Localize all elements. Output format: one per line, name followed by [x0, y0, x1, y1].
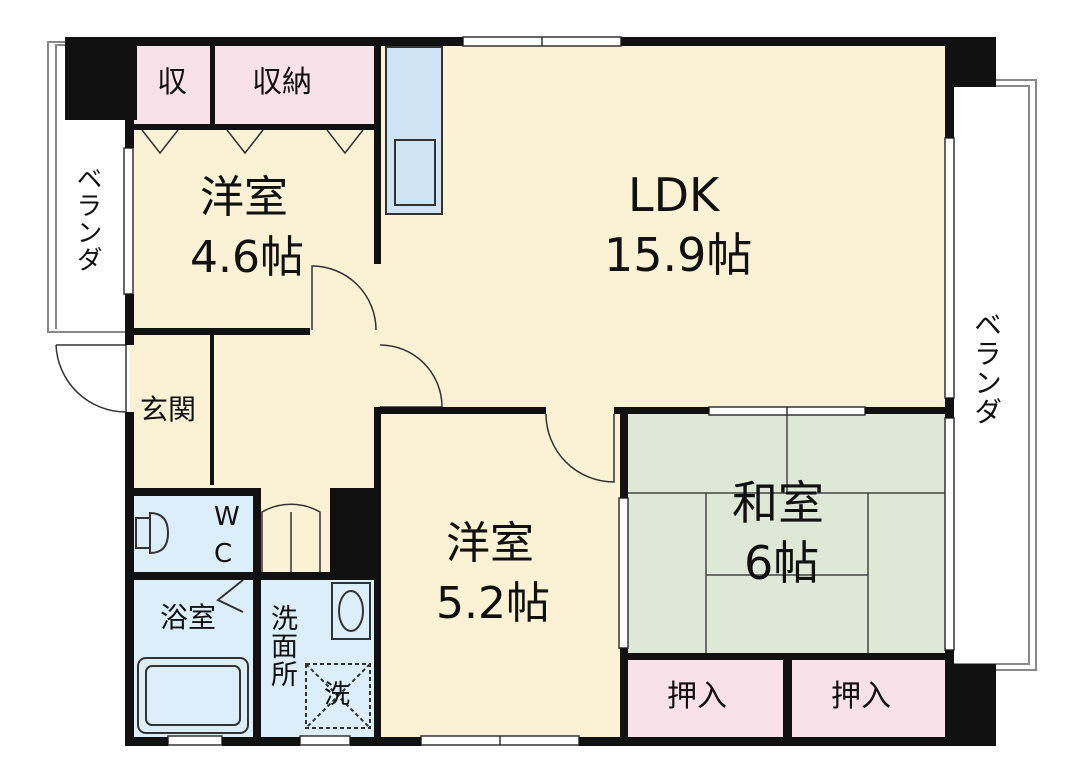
closet-door-icon	[326, 129, 364, 155]
wall	[350, 737, 421, 746]
window-tatami-right	[944, 417, 955, 651]
western-room-b-size-label: 5.2帖	[436, 578, 550, 629]
wall	[374, 46, 381, 264]
door-swing-entrance	[55, 344, 127, 413]
wall	[783, 653, 792, 741]
wall	[130, 572, 378, 580]
kitchen-sink-icon	[394, 139, 436, 206]
wall	[945, 46, 954, 138]
door-swing-ldk	[379, 344, 443, 408]
washing-machine-space	[305, 663, 371, 729]
door-swings	[55, 265, 615, 575]
wall	[210, 335, 214, 485]
window-ldk-right	[944, 137, 955, 399]
wall	[125, 120, 134, 148]
wall	[620, 648, 628, 738]
wall	[137, 37, 463, 46]
closet-doors	[141, 129, 364, 155]
hall-lower-floor	[255, 492, 335, 577]
wall	[614, 407, 709, 414]
wall	[950, 37, 996, 87]
wall	[950, 664, 996, 746]
wall	[330, 488, 378, 573]
wc-label-c: C	[214, 539, 233, 569]
washing-machine-diag	[305, 663, 371, 729]
washbasin-bowl-icon	[338, 590, 364, 632]
closet-door-icon	[141, 129, 179, 155]
door-swing-room-a	[311, 265, 377, 331]
bath-label: 浴室	[160, 601, 217, 634]
bath-door-swing	[216, 579, 244, 613]
ldk-size-label: 15.9帖	[604, 228, 753, 282]
wall	[865, 407, 950, 414]
washbasin-icon	[331, 582, 371, 640]
ldk-floor	[377, 45, 950, 411]
bathtub-icon	[137, 657, 249, 734]
storage-label: 収納	[252, 65, 312, 100]
bathtub-inner-icon	[145, 665, 241, 726]
wall	[222, 737, 300, 746]
veranda-right-label: ベランダ	[970, 310, 1003, 426]
window-bath-bottom	[167, 735, 223, 746]
wall	[374, 407, 546, 414]
kitchen-counter	[385, 46, 443, 215]
walls	[65, 37, 996, 746]
wall	[130, 488, 260, 496]
closet-left-label: 押入	[667, 679, 727, 714]
wall	[125, 737, 168, 746]
wall	[125, 412, 134, 746]
wall	[210, 46, 215, 126]
wall	[130, 328, 310, 335]
wall	[130, 124, 378, 130]
japanese-room-size-label: 6帖	[744, 536, 820, 590]
window-wash-bottom	[299, 735, 351, 746]
wall	[579, 737, 950, 746]
closet-right-label: 押入	[831, 679, 891, 714]
floors	[130, 45, 950, 741]
wall	[945, 650, 954, 746]
washer-label: 洗	[324, 680, 351, 710]
wall	[253, 488, 261, 738]
window-room-a-left	[123, 147, 134, 295]
wc-label-w: W	[214, 502, 240, 532]
entrance-label: 玄関	[140, 393, 197, 426]
western-room-a-floor	[130, 127, 378, 332]
western-room-b-name-label: 洋室	[446, 518, 534, 569]
closet-right-floor	[789, 658, 950, 741]
veranda-left-label: ベランダ	[72, 165, 102, 273]
tatami-lines	[624, 411, 950, 658]
window-tatami-left	[618, 497, 629, 649]
wall	[620, 407, 628, 498]
storage-floor	[130, 45, 378, 127]
closet-door-icon	[226, 129, 264, 155]
fixtures	[135, 511, 371, 734]
western-room-a-name-label: 洋室	[200, 172, 288, 223]
western-room-a-size-label: 4.6帖	[190, 232, 304, 283]
washroom-label: 洗面所	[266, 604, 297, 688]
door-swing-wc	[261, 503, 321, 575]
wall	[65, 37, 137, 120]
door-swing-room-b	[545, 413, 615, 483]
japanese-room-name-label: 和室	[732, 476, 824, 530]
western-room-b-floor	[377, 411, 624, 741]
closet-left-floor	[624, 658, 789, 741]
ldk-name-label: LDK	[628, 168, 720, 222]
wall	[125, 294, 134, 345]
storage-small-label: 収	[157, 65, 187, 100]
wall	[621, 37, 950, 46]
toilet-icon	[135, 511, 170, 555]
entrance-hall-floor	[130, 332, 378, 492]
